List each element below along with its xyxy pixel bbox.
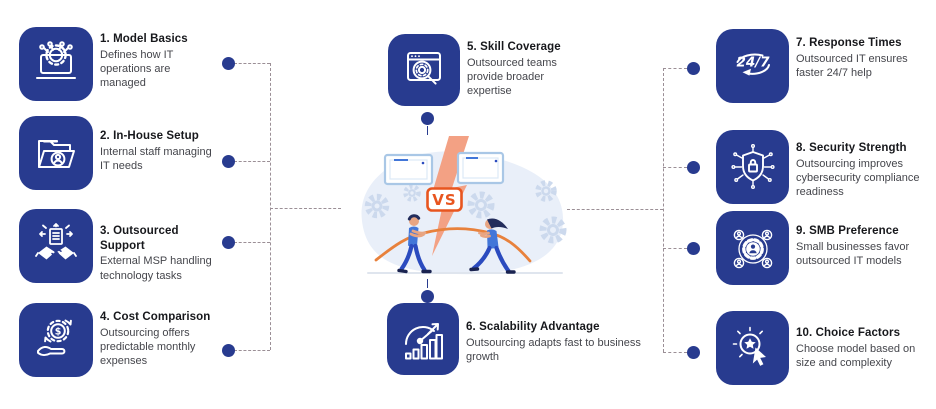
gauge-growth-icon [387,303,459,375]
step-item-1: 1. Model Basics Defines how IT operation… [19,27,218,101]
left-dot-2 [221,154,235,168]
right-connector-stub-4 [663,351,687,353]
step-item-4: $ 4. Cost Comparison Outsourcing offers … [19,303,228,377]
right-dot-4 [686,345,700,359]
center-bottom-pin [426,279,428,288]
left-connector-spine [270,63,271,350]
left-window [383,153,434,186]
step-item-9: 9. SMB Preference Small businesses favor… [716,211,931,285]
step-2-title: 2. In-House Setup [100,130,199,142]
left-connector-stub-3 [234,241,270,243]
right-connector-stub-2 [663,166,687,168]
left-dot-4 [221,343,235,357]
laptop-gear-icon [19,27,93,101]
step-item-7: 24/7 7. Response Times Outsourced IT ens… [716,29,908,103]
center-top-pin [426,126,428,135]
step-item-5: 5. Skill Coverage Outsourced teams provi… [388,34,591,106]
step-10-title: 10. Choice Factors [796,327,901,339]
left-connector-stub-1 [234,62,270,64]
folder-user-icon [19,116,93,190]
step-5-title: 5. Skill Coverage [467,41,561,53]
left-connector-stub-4 [234,349,270,351]
right-center-branch [567,208,663,210]
left-dot-1 [221,56,235,70]
shield-lock-icon [716,130,789,204]
step-6-title: 6. Scalability Advantage [466,321,600,333]
step-8-title: 8. Security Strength [796,142,907,154]
step-7-desc: Outsourced IT ensures faster 24/7 help [796,52,908,80]
step-3-title: 3. Outsourced Support [100,225,179,252]
step-10-desc: Choose model based on size and complexit… [796,342,916,370]
step-item-3: 3. Outsourced Support External MSP handl… [19,209,220,283]
man-figure [397,214,432,274]
vs-tug-of-war-illustration: VS [361,136,567,275]
step-5-desc: Outsourced teams provide broader experti… [467,56,557,98]
handshake-icon [19,209,93,283]
step-8-desc: Outsourcing improves cybersecurity compl… [796,157,920,199]
step-3-desc: External MSP handling technology tasks [100,255,212,282]
vs-badge: VS [426,187,463,212]
step-item-10: 10. Choice Factors Choose model based on… [716,311,918,385]
step-1-title: 1. Model Basics [100,33,188,45]
step-4-desc: Outsourcing offers predictable monthly e… [100,326,196,368]
woman-figure [469,218,516,274]
step-9-title: 9. SMB Preference [796,225,899,237]
center-top-dot [420,111,434,125]
search-gear-window-icon [388,34,460,106]
step-9-desc: Small businesses favor outsourced IT mod… [796,240,910,268]
hand-gear-dollar-icon: $ [19,303,93,377]
left-connector-stub-2 [234,160,270,162]
step-4-title: 4. Cost Comparison [100,311,211,323]
right-window [456,151,505,185]
step-item-2: 2. In-House Setup Internal staff managin… [19,116,218,190]
right-connector-stub-1 [663,67,687,69]
vs-label: VS [432,191,456,209]
svg-text:$: $ [55,327,62,338]
right-dot-2 [686,160,700,174]
choice-click-icon [716,311,789,385]
24-7-icon: 24/7 [716,29,789,103]
step-7-title: 7. Response Times [796,37,902,49]
right-dot-3 [686,241,700,255]
left-dot-3 [221,235,235,249]
svg-text:24/7: 24/7 [736,55,770,71]
step-1-desc: Defines how IT operations are managed [100,48,174,90]
center-bottom-dot [420,289,434,303]
step-6-desc: Outsourcing adapts fast to business grow… [466,336,641,364]
step-item-8: 8. Security Strength Outsourcing improve… [716,130,922,204]
team-gear-icon [716,211,789,285]
background-gears [364,180,567,244]
right-connector-spine [662,68,664,352]
left-center-branch [270,207,341,209]
step-item-6: 6. Scalability Advantage Outsourcing ada… [387,303,641,375]
rope [374,227,532,263]
right-connector-stub-3 [663,247,687,249]
right-dot-1 [686,61,700,75]
step-2-desc: Internal staff managing IT needs [100,145,212,173]
